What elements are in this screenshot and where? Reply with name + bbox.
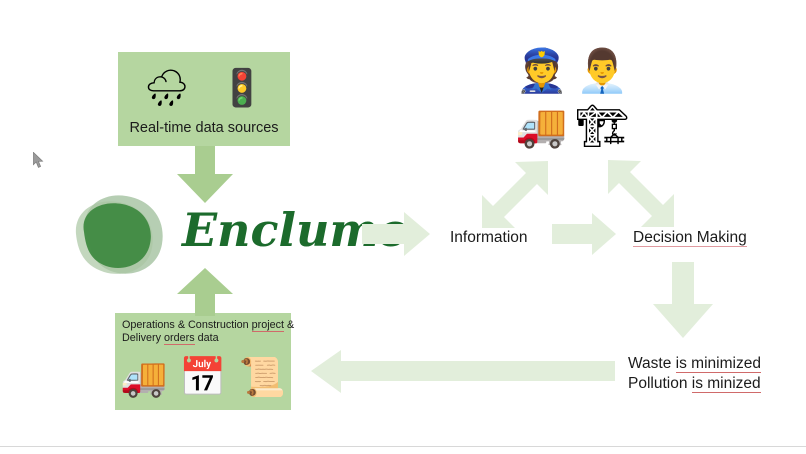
calendar-icon: 📅 bbox=[179, 355, 227, 399]
delivery-truck-icon: 🚚 bbox=[515, 101, 568, 150]
operations-data-box[interactable]: Operations & Construction project & Deliv… bbox=[115, 313, 295, 410]
traffic-light-icon: 🚦 bbox=[219, 68, 265, 109]
stakeholders-row-bottom: 🚚 🏗 bbox=[508, 98, 636, 154]
arrow-logo-to-information bbox=[362, 212, 430, 256]
arrow-information-to-decision bbox=[552, 213, 616, 255]
delivery-truck-icon: 🚚 bbox=[120, 355, 168, 399]
real-time-data-sources-box[interactable]: 🌧 🚦 Real-time data sources bbox=[118, 52, 290, 146]
arrow-operations-to-logo bbox=[177, 268, 233, 316]
mouse-pointer bbox=[33, 152, 44, 168]
information-label: Information bbox=[450, 229, 528, 246]
stakeholders-group: 👮 👨‍💼 🚚 🏗 bbox=[508, 44, 636, 156]
scroll-document-icon: 📜 bbox=[238, 355, 286, 399]
decision-making-label: Decision Making bbox=[633, 228, 747, 248]
operations-data-label-misspelled-2: orders bbox=[164, 332, 195, 346]
top-box-icon-row: 🌧 🚦 bbox=[118, 62, 290, 116]
cloud-with-rain-icon: 🌧 bbox=[143, 68, 190, 109]
slide-bottom-divider bbox=[0, 446, 806, 447]
arrow-outcome-to-operations bbox=[311, 350, 615, 393]
enclume-logo-mark bbox=[75, 195, 163, 274]
operations-data-label-part4: data bbox=[194, 332, 219, 345]
operations-data-label-misspelled-1: project bbox=[251, 319, 285, 332]
decision-making-text: Decision Making bbox=[633, 229, 747, 247]
stakeholders-row-top: 👮 👨‍💼 bbox=[508, 44, 636, 98]
bottom-box-icon-row: 🚚 📅 📜 bbox=[115, 349, 291, 405]
operations-data-label: Operations & Construction project & Deliv… bbox=[122, 319, 295, 346]
arrow-decision-to-outcome bbox=[653, 262, 713, 338]
police-officer-icon: 👮 bbox=[515, 46, 568, 95]
outcome-line1-prefix: Waste bbox=[628, 355, 676, 372]
outcome-line1-misspelled: is minimized bbox=[675, 355, 761, 373]
operations-data-label-part3: Delivery bbox=[122, 332, 164, 345]
outcome-line2-misspelled: is minized bbox=[691, 374, 761, 393]
operations-data-label-part1: Operations & Construction bbox=[122, 319, 252, 331]
building-construction-icon: 🏗 bbox=[575, 101, 629, 150]
arrow-data-sources-to-logo bbox=[177, 146, 233, 203]
operations-data-label-part2: & bbox=[284, 319, 295, 331]
arrow-information-to-stakeholders bbox=[482, 161, 548, 228]
real-time-data-sources-label: Real-time data sources bbox=[129, 120, 279, 137]
arrow-stakeholders-to-decision bbox=[608, 160, 674, 227]
outcome-line2-prefix: Pollution bbox=[628, 374, 692, 392]
office-worker-icon: 👨‍💼 bbox=[576, 46, 629, 95]
